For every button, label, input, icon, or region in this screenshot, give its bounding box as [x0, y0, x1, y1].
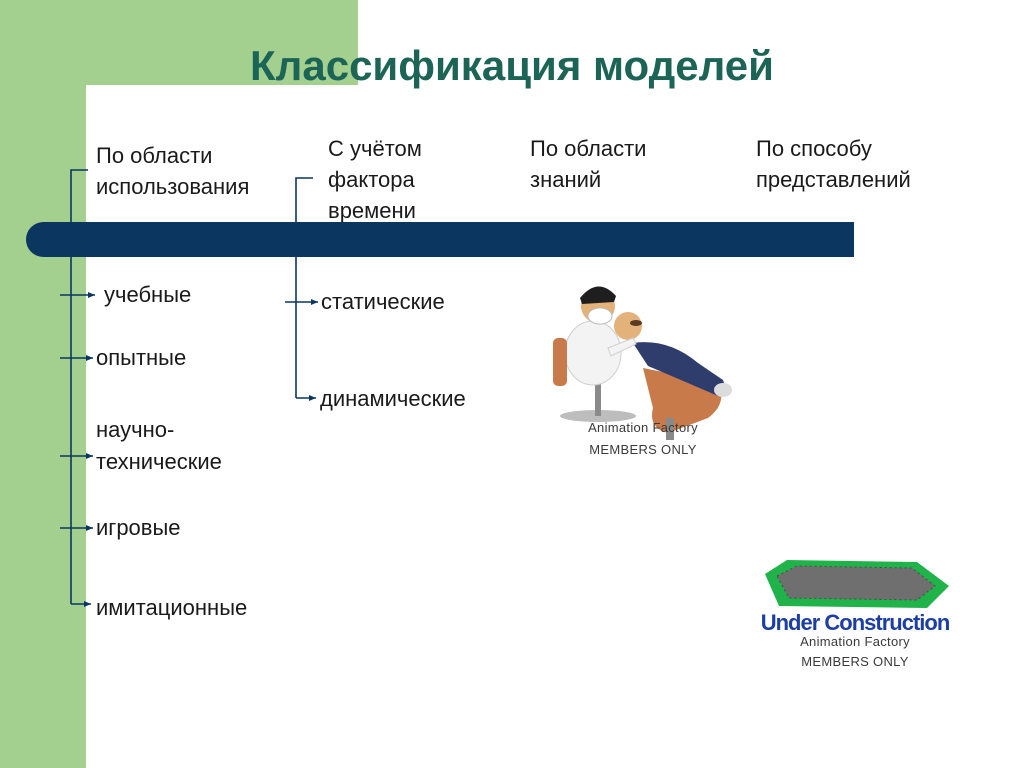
green-top-band	[86, 0, 358, 85]
column-header-representation: По способу представлений	[756, 136, 911, 192]
item-educational: учебные	[104, 282, 192, 307]
dentist-icon	[553, 286, 732, 440]
under-construction-icon	[765, 560, 949, 608]
item-scientific-technical: научно- технические	[96, 417, 222, 474]
column-header-knowledge: По области знаний	[530, 136, 647, 192]
time-bracket-line	[295, 177, 313, 398]
timeline-bar	[26, 222, 854, 257]
column-header-usage: По области использования	[96, 143, 250, 199]
dentist-caption-line2: MEMBERS ONLY	[589, 442, 697, 457]
slide-title: Классификация моделей	[250, 42, 774, 89]
item-imitation: имитационные	[96, 595, 248, 620]
construction-caption-line2: MEMBERS ONLY	[801, 654, 909, 669]
dentist-animation-image: Animation Factory MEMBERS ONLY	[548, 268, 738, 464]
item-experimental: опытные	[96, 345, 187, 370]
under-construction-image: Under Construction Animation Factory MEM…	[757, 556, 953, 676]
item-game: игровые	[96, 515, 181, 540]
usage-bracket-line	[70, 169, 88, 604]
item-static: статические	[321, 289, 445, 314]
dentist-caption-line1: Animation Factory	[588, 420, 698, 435]
construction-caption-line1: Animation Factory	[800, 634, 910, 649]
column-header-time: С учётом фактора времени	[328, 136, 422, 223]
item-dynamic: динамические	[320, 386, 466, 411]
under-construction-banner: Under Construction	[760, 610, 951, 635]
